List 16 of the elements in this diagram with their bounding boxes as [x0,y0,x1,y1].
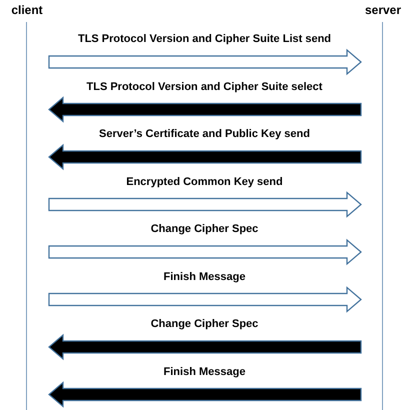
edge-label: Encrypted Common Key send [125,174,284,188]
edge-label: TLS Protocol Version and Cipher Suite List send [76,32,332,46]
edge-label: Finish Message [162,270,246,284]
edge-label: Finish Message [162,364,246,378]
block-arrow [48,286,362,313]
block-arrow [48,334,362,360]
block-arrow [48,191,362,218]
block-arrow [48,238,362,266]
edge-label: Change Cipher Spec [150,222,260,236]
edge-label: Server’s Certificate and Public Key send [98,127,311,141]
edge-label: Change Cipher Spec [150,317,260,331]
edge-label: TLS Protocol Version and Cipher Suite select [86,80,324,94]
block-arrow [48,381,362,408]
block-arrow [48,96,362,123]
block-arrow [48,48,362,76]
block-arrow [48,144,362,170]
